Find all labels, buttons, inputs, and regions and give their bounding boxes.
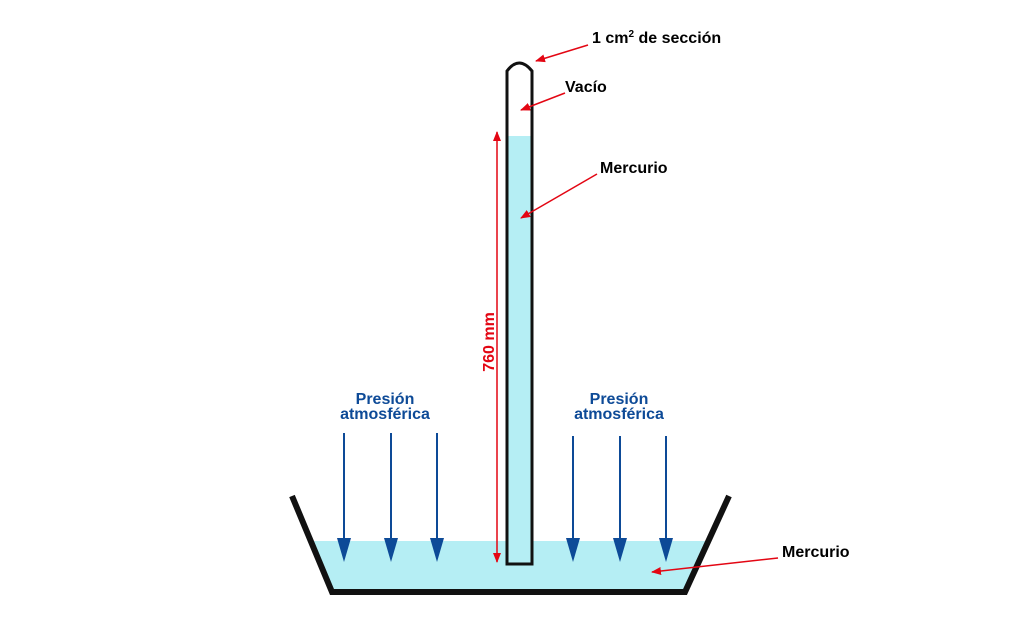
vacuum-pointer-arrow — [520, 92, 566, 111]
pressure-arrows-right — [566, 436, 673, 562]
pressure-label-left-line1: Presión — [356, 391, 415, 408]
mercury-basin-label: Mercurio — [782, 544, 850, 561]
section-pointer-arrow — [535, 44, 589, 63]
tube-mercury-column — [508, 136, 531, 564]
pressure-label-right-line2: atmosférica — [574, 406, 664, 423]
pressure-label-left-line2: atmosférica — [340, 406, 430, 423]
basin-outline — [289, 494, 732, 595]
mercury-column-label: Mercurio — [600, 160, 668, 177]
height-label: 760 mm — [481, 312, 498, 372]
mercury-column-pointer-arrow — [520, 173, 598, 219]
mercury-basin-pointer-arrow — [651, 557, 779, 575]
basin-mercury — [313, 541, 707, 592]
vacuum-label: Vacío — [565, 79, 607, 96]
glass-tube — [505, 61, 534, 566]
section-label: 1 cm2 de sección — [592, 29, 721, 47]
pressure-label-right-line1: Presión — [590, 391, 649, 408]
pressure-arrows-left — [337, 433, 444, 562]
